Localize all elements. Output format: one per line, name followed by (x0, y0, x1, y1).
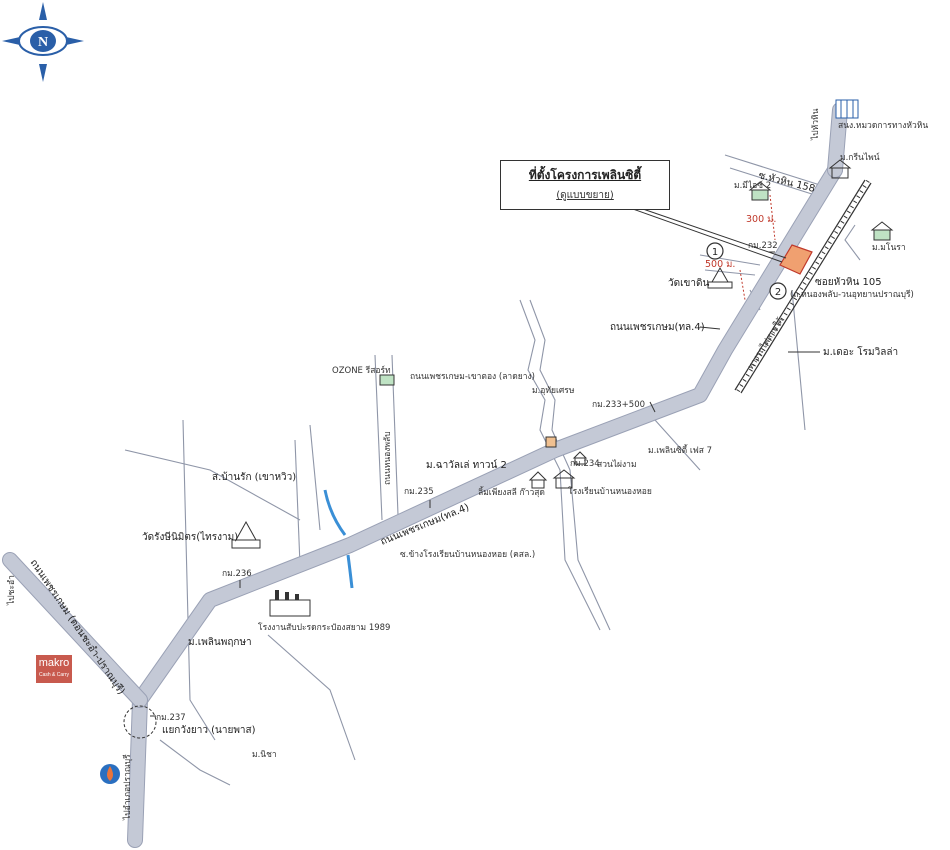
project-title: ที่ตั้งโครงการเพลินซิตี้ (528, 168, 642, 182)
label-road-nongplab: ถนนหนองพลับ (383, 431, 393, 485)
label-m-plern-city-7: ม.เพลินซิตี้ เฟส 7 (648, 444, 712, 456)
label-factory: โรงงานสับปะรดกระป๋องสยาม 1989 (258, 622, 390, 633)
house-icon (572, 451, 588, 465)
label-m-the-roma: ม.เดอะ โรมวิลล่า (823, 345, 898, 358)
streams (323, 489, 354, 589)
label-m-plern-phruksa: ม.เพลินพฤกษา (188, 637, 252, 648)
label-hua-hin-office: สนง.หมวดการทางหัวหิน (838, 121, 928, 131)
label-wat-khao-din: วัดเขาดิน (668, 278, 709, 289)
building-icon (835, 99, 859, 119)
label-m-nisa: ม.นิชา (252, 750, 277, 760)
label-ozone: OZONE รีสอร์ท (332, 365, 391, 376)
label-soi-105: ซอยหัวหิน 105 (815, 277, 882, 288)
label-km-232: กม.232 (748, 241, 778, 251)
intersection-circle (123, 705, 157, 739)
temple-icon (707, 266, 733, 289)
marker-2: 2 (769, 282, 787, 300)
label-km-235: กม.235 (404, 487, 434, 497)
label-school-nong-hoi: โรงเรียนบ้านหนองหอย (568, 486, 652, 497)
railway-line (734, 179, 872, 394)
makro-sub: Cash & Carry (38, 672, 69, 678)
label-mi-ty-2: ม.มีไอซ์ 2 (734, 180, 771, 191)
label-intersection: แยกวังยาว (นายพาส) (162, 725, 256, 736)
label-km-233: กม.233+500 (592, 400, 645, 410)
label-soi-105-sub: (ถ.หนองพลับ-วนอุทยานปราณบุรี) (790, 289, 914, 300)
distance-500m: 500 ม. (705, 259, 735, 270)
label-m-chalet: ม.ฉาวัลเล่ ทาวน์ 2 (426, 459, 507, 471)
svg-text:1: 1 (712, 247, 718, 258)
label-km-237: กม.237 (156, 713, 186, 723)
label-to-cha-am: ไปชะอำ (6, 575, 17, 606)
label-railway: ทางรถไฟสายใต้ (745, 316, 786, 372)
makro-logo: makro Cash & Carry (36, 655, 72, 683)
label-lim-kuang: ลิ้มเพียงสลี ก๊าวสุด (478, 486, 545, 498)
factory-icon (269, 590, 311, 617)
label-m-uthai: ม.อุทัยเศรษ (532, 386, 575, 396)
makro-name: makro (38, 657, 70, 669)
house-icon (528, 471, 548, 489)
km-ticks (150, 251, 775, 717)
project-subtitle: (ดูแบบขยาย) (556, 190, 614, 201)
label-phetkasem-khao-tao: ถนนเพชรเกษม-เขาตอง (ลาดยาง) (410, 372, 535, 382)
house-icon (870, 221, 894, 241)
distance-300m: 300 ม. (746, 214, 776, 225)
svg-text:2: 2 (775, 287, 781, 298)
label-km-234: กม.234 (570, 459, 600, 469)
label-to-pranburi: ไปอำเภอปราณบุรี (122, 754, 133, 821)
label-green-valley: ม.กรีนไพน์ (840, 152, 880, 163)
gas-station-icon (100, 764, 120, 784)
distance-indicators: 300 ม. 500 ม. (705, 194, 776, 301)
hotel-icon (379, 374, 395, 386)
compass-rose-icon: N (2, 2, 84, 82)
crossing-icon (545, 436, 557, 448)
house-icon (828, 159, 852, 179)
compass-letter: N (38, 35, 48, 50)
label-m-mayra: ม.มโนรา (872, 242, 906, 253)
school-icon (552, 469, 576, 489)
title-leader-lines (629, 207, 787, 263)
label-phetkasem-4: ถนนเพชรเกษม(ทล.4) (610, 322, 705, 333)
label-ban-rak: ส.บ้านรัก (เขาหวิว) (212, 471, 296, 483)
label-soi-nong-hoi: ซ.ข้างโรงเรียนบ้านหนองหอย (คสล.) (400, 549, 535, 560)
temple-icon (231, 520, 261, 549)
project-title-box: ที่ตั้งโครงการเพลินซิตี้ (ดูแบบขยาย) (500, 160, 670, 210)
marker-1: 1 (706, 242, 724, 260)
house-icon (748, 181, 772, 201)
label-to-hua-hin: ไปหัวหิน (810, 108, 821, 141)
label-suan-luang: สวนไผ่งาม (597, 459, 637, 470)
highway-phetkasem (2, 102, 848, 848)
label-wat-chai: วัดรังษีนิมิตร(ไทรงาม) (142, 531, 238, 543)
project-site-marker (779, 244, 813, 275)
label-km-236: กม.236 (222, 569, 252, 579)
